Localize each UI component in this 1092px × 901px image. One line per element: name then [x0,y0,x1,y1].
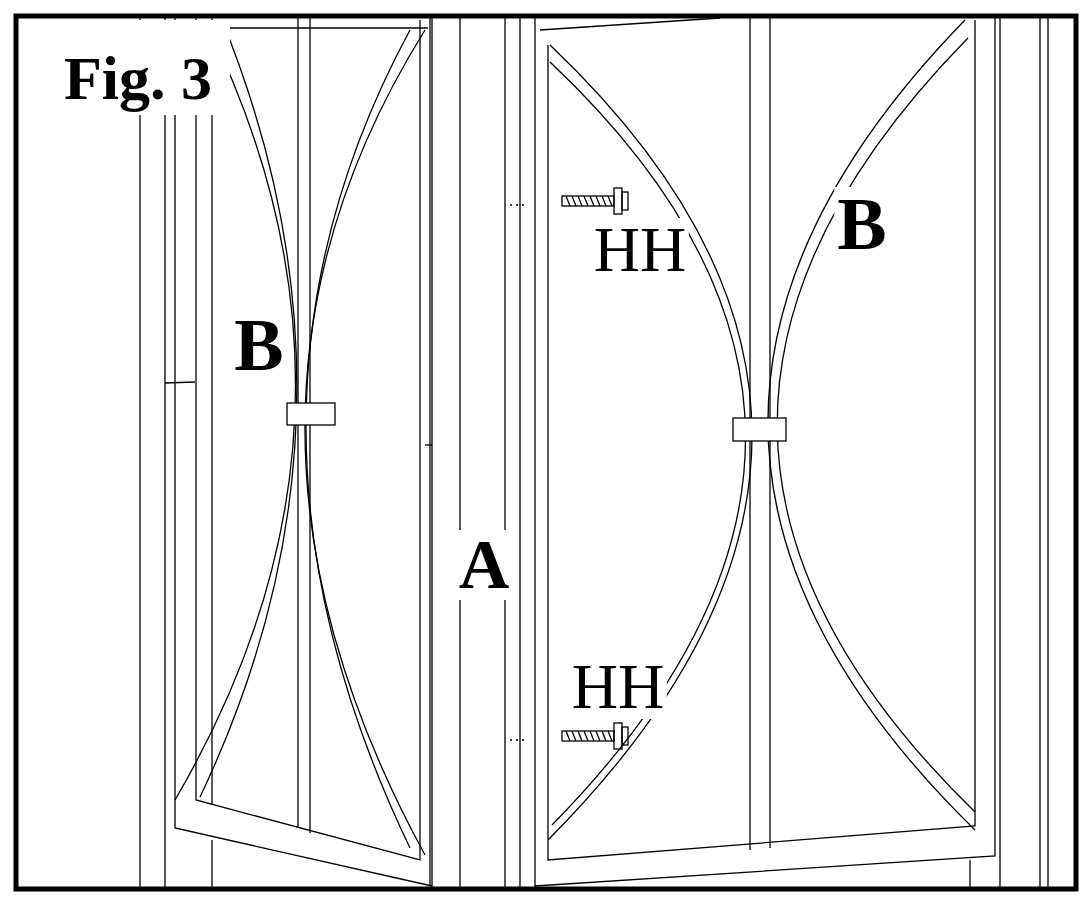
part-label: B [231,308,286,382]
screw-symbol [510,188,628,214]
screw-symbol [510,723,628,749]
part-label: HH [591,218,689,282]
part-label: B [834,187,889,261]
part-label: HH [569,655,667,719]
figure-title: Fig. 3 [61,47,215,109]
part-label: A [456,530,513,600]
